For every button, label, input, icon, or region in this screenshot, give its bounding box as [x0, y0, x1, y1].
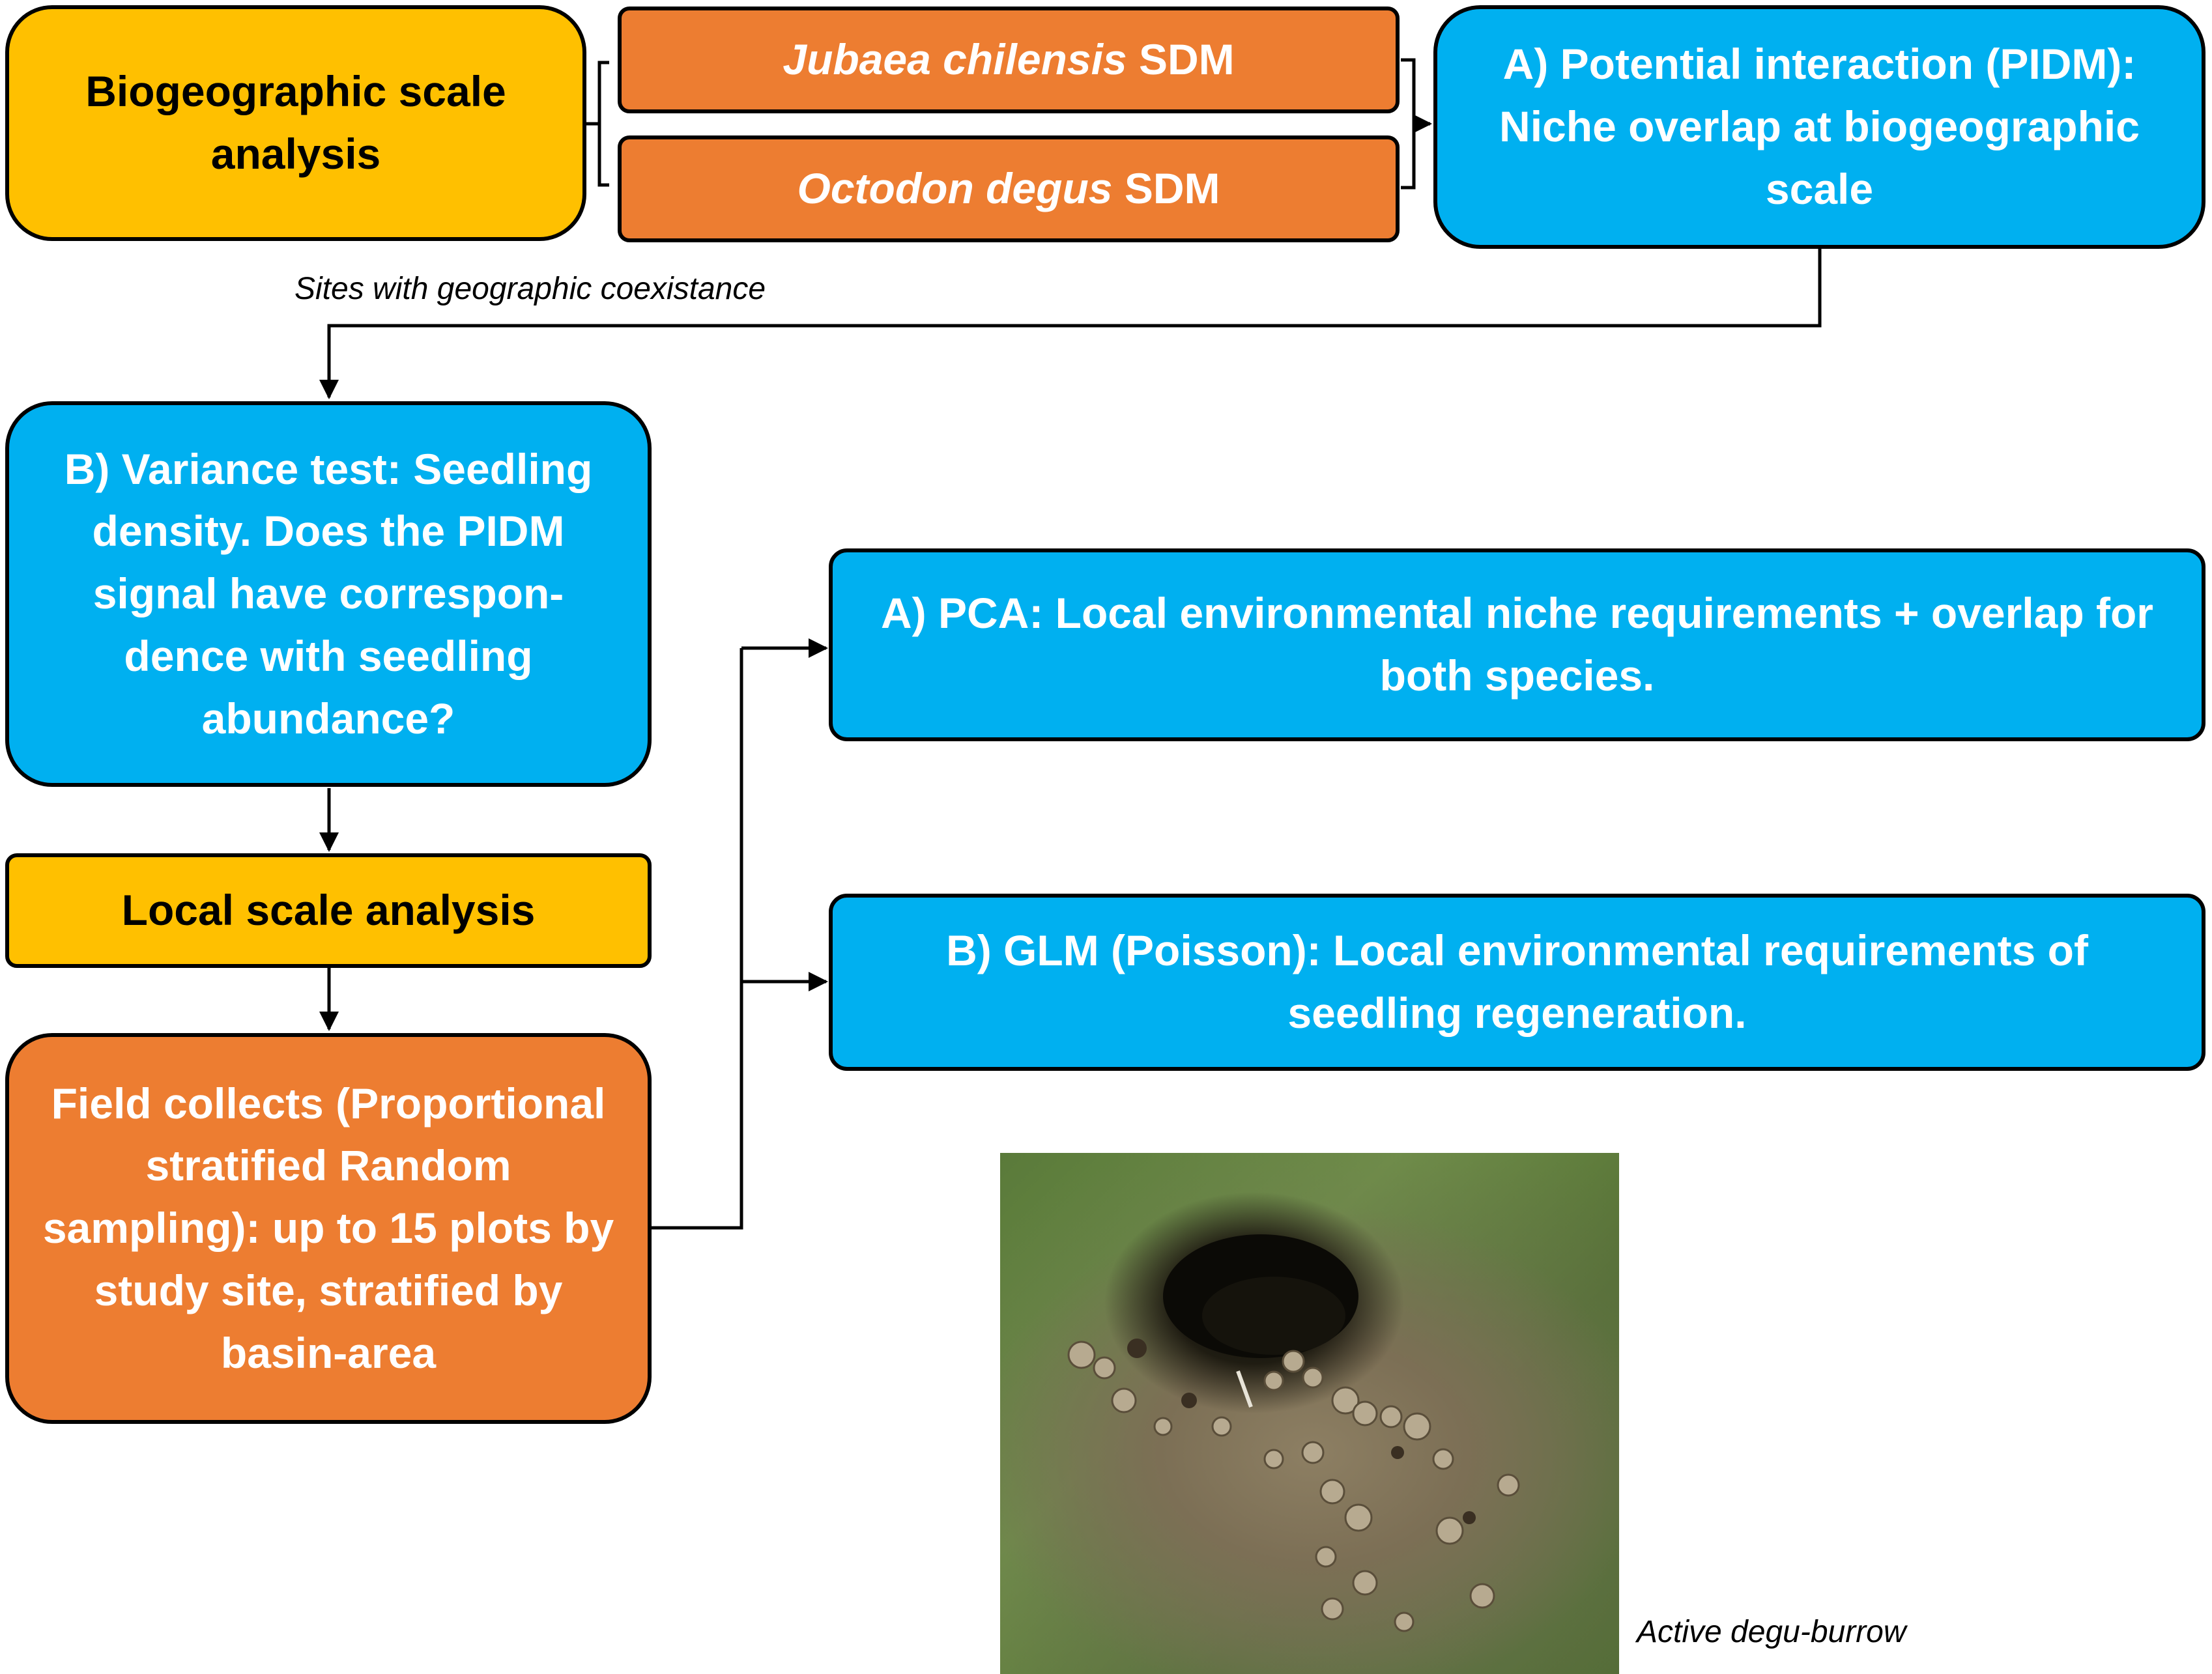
jubaea-sdm-text: Jubaea chilensis SDM — [783, 29, 1234, 91]
field-branch-connector — [650, 648, 743, 1230]
local-scale-text: Local scale analysis — [121, 886, 536, 935]
pidm-text: A) Potential interaction (PIDM): Niche o… — [1499, 40, 2140, 213]
biogeographic-scale-text: Biogeographic scale analysis — [85, 67, 506, 178]
octodon-sdm-box: Octodon degus SDM — [618, 135, 1400, 242]
pidm-box: A) Potential interaction (PIDM): Niche o… — [1433, 5, 2205, 249]
jubaea-sdm-suffix: SDM — [1127, 35, 1235, 84]
brace-right-connector — [1401, 58, 1416, 190]
burrow-caption: Active degu-burrow — [1637, 1615, 1906, 1649]
jubaea-sdm-box: Jubaea chilensis SDM — [618, 7, 1400, 113]
field-collects-box: Field collects (Proportional stratified … — [5, 1033, 652, 1424]
glm-box: B) GLM (Poisson): Local environmental re… — [829, 894, 2205, 1071]
burrow-illustration — [1067, 1234, 1520, 1632]
octodon-species-name: Octodon degus — [797, 164, 1113, 213]
pca-text: A) PCA: Local environmental niche requir… — [881, 589, 2153, 700]
octodon-sdm-text: Octodon degus SDM — [797, 158, 1220, 220]
variance-test-box: B) Variance test: Seedling density. Does… — [5, 401, 652, 787]
degu-burrow-photo — [1000, 1153, 1619, 1674]
variance-test-text: B) Variance test: Seedling density. Does… — [64, 444, 593, 743]
brace-left-connector — [597, 61, 609, 187]
local-scale-box: Local scale analysis — [5, 853, 652, 968]
pca-box: A) PCA: Local environmental niche requir… — [829, 548, 2205, 741]
biogeographic-scale-box: Biogeographic scale analysis — [5, 5, 586, 241]
glm-text: B) GLM (Poisson): Local environmental re… — [946, 926, 2088, 1037]
pidm-to-variance-arrow — [319, 248, 1822, 399]
jubaea-species-name: Jubaea chilensis — [783, 35, 1127, 84]
coexistence-label: Sites with geographic coexistance — [294, 272, 766, 306]
octodon-sdm-suffix: SDM — [1112, 164, 1220, 213]
field-collects-text: Field collects (Proportional stratified … — [42, 1079, 614, 1377]
